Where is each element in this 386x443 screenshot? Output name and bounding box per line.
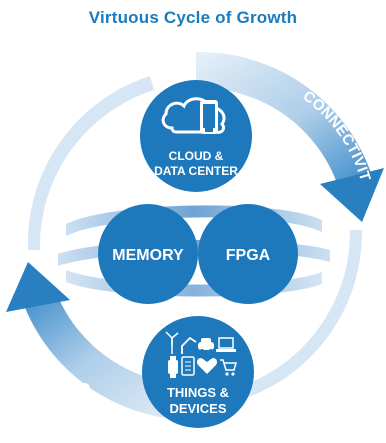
fpga-node: FPGA (198, 204, 298, 304)
arrowhead-right (320, 168, 384, 222)
memory-node-label: MEMORY (112, 247, 184, 264)
cloud-node-label-line1: CLOUD & (169, 149, 224, 163)
things-devices-node: THINGS & DEVICES (142, 316, 254, 428)
car-icon (198, 338, 214, 353)
smartphone-icon (200, 100, 218, 134)
heart-icon (196, 358, 218, 374)
smartwatch-icon (168, 356, 178, 378)
things-node-label-line2: DEVICES (169, 401, 226, 416)
shopping-cart-icon (220, 359, 237, 376)
things-node-label-line1: THINGS & (167, 385, 229, 400)
arrowhead-left (6, 262, 70, 312)
robot-arm-icon (181, 336, 197, 354)
memory-node: MEMORY (98, 204, 198, 304)
cloud-datacenter-node: CLOUD & DATA CENTER (140, 80, 252, 192)
wind-turbine-icon (165, 331, 179, 354)
cloud-node-label-line2: DATA CENTER (154, 164, 238, 178)
connectivity-ring-right (196, 51, 384, 400)
laptop-icon (216, 337, 236, 352)
tablet-icon (181, 356, 195, 376)
fpga-node-label: FPGA (226, 247, 271, 264)
diagram-title: Virtuous Cycle of Growth (88, 8, 298, 27)
